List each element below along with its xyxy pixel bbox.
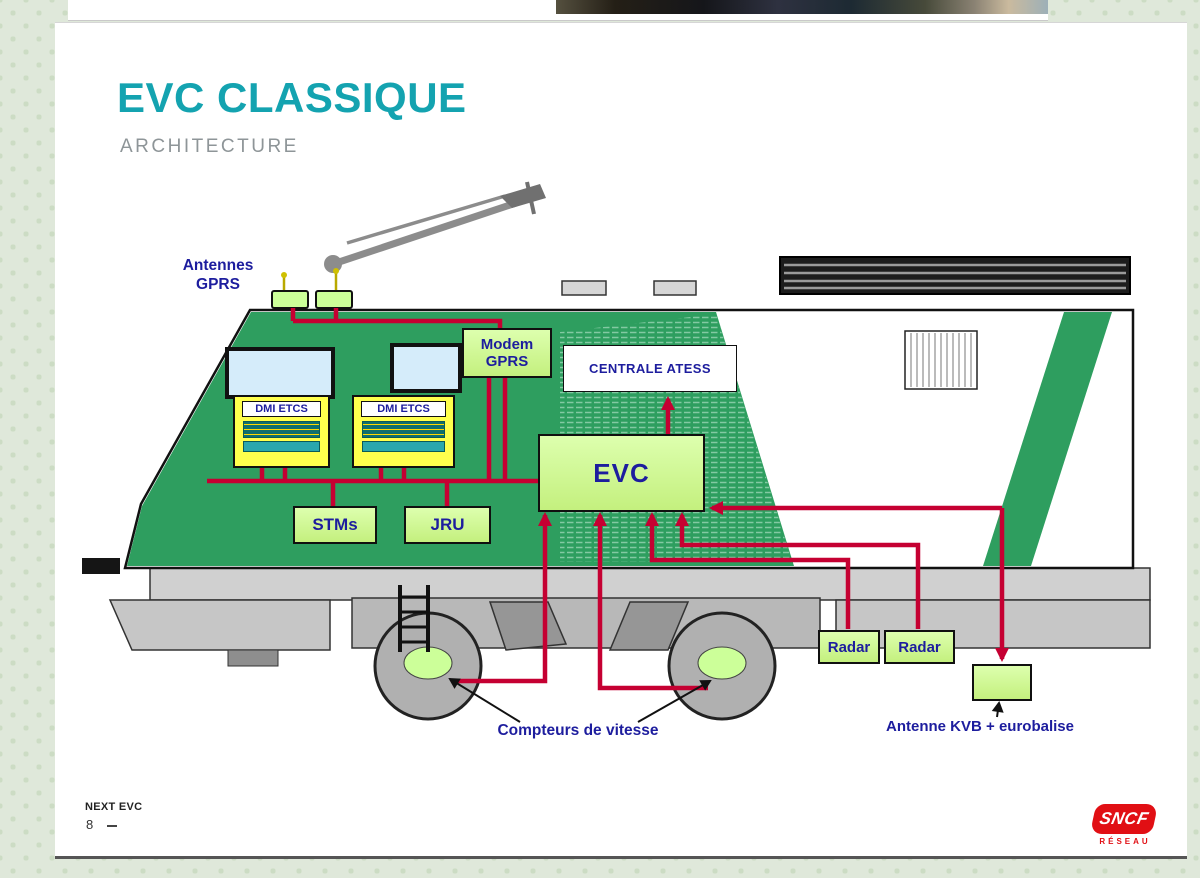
footer-page-number: 8 — [86, 817, 118, 832]
kvb-antenna-box — [972, 664, 1032, 701]
radar-box-2: Radar — [884, 630, 955, 664]
antenne-kvb-label: Antenne KVB + eurobalise — [886, 718, 1074, 735]
dmi-etcs-label-2: DMI ETCS — [361, 401, 446, 417]
gprs-antenna-2 — [315, 268, 353, 309]
dmi-bar-2 — [362, 441, 445, 452]
jru-box: JRU — [404, 506, 491, 544]
pantograph — [324, 181, 546, 273]
photo-strip-fragment — [556, 0, 1048, 14]
sncf-logo-division: RÉSEAU — [1099, 837, 1151, 846]
cab-window-2 — [390, 343, 462, 393]
ladder — [398, 585, 430, 652]
dmi-bar-1 — [243, 441, 320, 452]
dmi-screen-1 — [243, 421, 320, 438]
slide-title: EVC CLASSIQUE — [117, 74, 467, 121]
roof-box-2 — [653, 280, 697, 296]
sncf-logo: SNCF RÉSEAU — [1089, 804, 1159, 846]
side-grille — [904, 330, 978, 390]
gprs-antenna-1 — [271, 272, 309, 309]
speed-sensor-right — [697, 646, 747, 680]
footer-dash — [107, 824, 118, 827]
compteurs-label: Compteurs de vitesse — [497, 722, 659, 739]
footer-project: NEXT EVC — [85, 801, 143, 813]
roof-box-1 — [561, 280, 607, 296]
roof-vent-grille — [779, 256, 1131, 295]
signal-wires — [207, 308, 1009, 691]
slide-subtitle: ARCHITECTURE — [120, 136, 299, 157]
modem-gprs-box: Modem GPRS — [462, 328, 552, 378]
cab-window-1 — [225, 347, 335, 399]
radar-box-1: Radar — [818, 630, 880, 664]
sncf-logo-mark: SNCF — [1089, 804, 1159, 834]
dmi-etcs-box-1: DMI ETCS — [233, 395, 330, 468]
dmi-etcs-label-1: DMI ETCS — [242, 401, 321, 417]
wheel-right — [667, 611, 777, 721]
antennes-gprs-label: Antennes GPRS — [182, 257, 254, 294]
centrale-atess-box: CENTRALE ATESS — [563, 345, 737, 392]
annotation-arrows — [448, 677, 1004, 723]
stms-box: STMs — [293, 506, 377, 544]
evc-box: EVC — [538, 434, 705, 512]
dmi-screen-2 — [362, 421, 445, 438]
dmi-etcs-box-2: DMI ETCS — [352, 395, 455, 468]
